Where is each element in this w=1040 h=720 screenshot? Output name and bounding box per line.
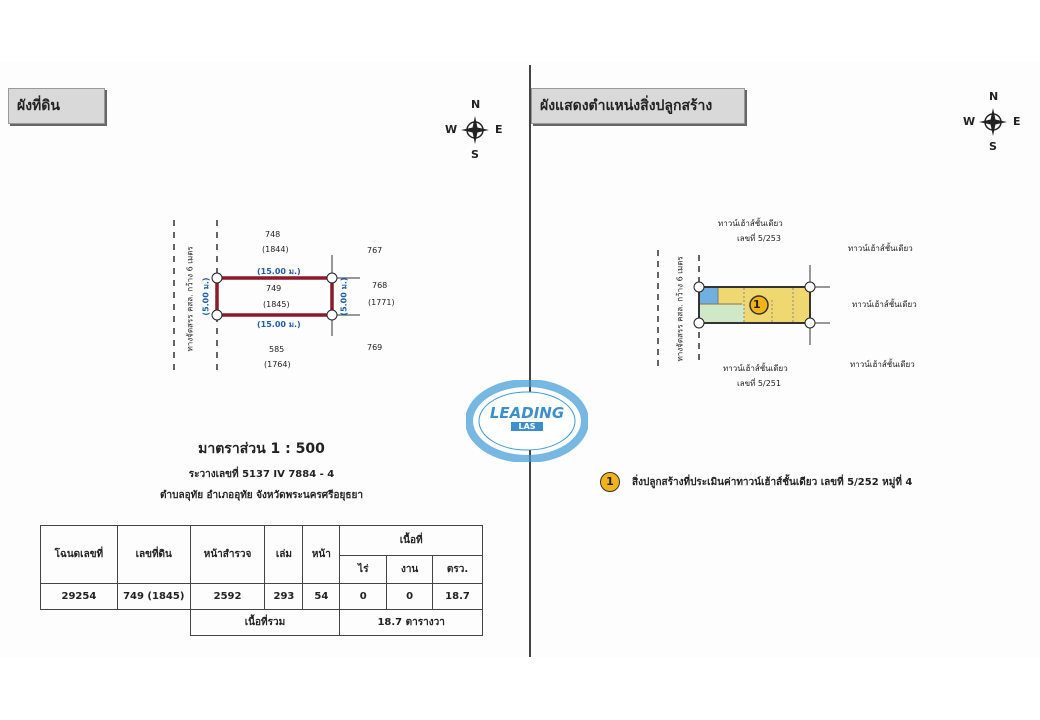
compass-icon: N S W E [963, 90, 1023, 153]
scale-label: มาตราส่วน 1 : 500 [198, 441, 325, 457]
legend-text: สิ่งปลูกสร้างที่ประเมินค่าทาวน์เฮ้าส์ชั้… [632, 477, 913, 488]
south-neighbor-no: เลขที่ 5/251 [737, 379, 781, 388]
cell: 749 (1845) [116, 583, 191, 610]
compass-s: S [989, 140, 997, 153]
parcel-number: 749 [266, 284, 282, 293]
cell: 0 [339, 583, 388, 610]
logo-sub: LAS [511, 422, 543, 431]
location: ตำบลอุทัย อำเภออุทัย จังหวัดพระนครศรีอยุ… [160, 490, 363, 501]
road-label: ทางจัดสรร คสล. กว้าง 6 เมตร [185, 246, 195, 352]
logo-name: LEADING [489, 404, 565, 422]
total-area-value: 18.7 ตารางวา [339, 609, 483, 636]
north-neighbor-label: ทาวน์เฮ้าส์ชั้นเดียว [718, 219, 783, 228]
east-neighbor-label: ทาวน์เฮ้าส์ชั้นเดียว [852, 300, 917, 309]
neighbor-north-no: 748 [265, 230, 281, 239]
total-area-label: เนื้อที่รวม [189, 609, 341, 636]
header-rai: ไร่ [339, 555, 388, 584]
parcel-right-length: (5.00 ม.) [339, 277, 349, 316]
neighbor-ne: 767 [367, 246, 383, 255]
building-marker: 1 [753, 298, 761, 311]
compass-e: E [495, 123, 503, 136]
compass-s: S [471, 148, 479, 161]
neighbor-se: 769 [367, 343, 383, 352]
cell: 293 [264, 583, 304, 610]
road-label: ทางจัดสรร คสล. กว้าง 6 เมตร [675, 256, 685, 362]
neighbor-south-no: 585 [269, 345, 285, 354]
compass-n: N [471, 98, 481, 111]
page-divider [529, 65, 531, 657]
south-neighbor-label: ทาวน์เฮ้าส์ชั้นเดียว [723, 364, 788, 373]
parcel-top-length: (15.00 ม.) [257, 267, 301, 276]
title-deed-table: โฉนดเลขที่ เลขที่ดิน หน้าสำรวจ เล่ม หน้า… [40, 525, 483, 636]
east-neighbor-label: ทาวน์เฮ้าส์ชั้นเดียว [848, 244, 913, 253]
parcel-survey: (1845) [263, 300, 290, 309]
header-land-no: เลขที่ดิน [116, 525, 191, 584]
table-row: 29254 749 (1845) 2592 293 54 0 0 18.7 [40, 583, 483, 610]
sheet-number: ระวางเลขที่ 5137 IV 7884 - 4 [188, 469, 335, 480]
cell: 54 [302, 583, 341, 610]
cell: 18.7 [432, 583, 483, 610]
land-plan-title: ผังที่ดิน [8, 88, 105, 124]
building-location-title: ผังแสดงตำแหน่งสิ่งปลูกสร้าง [531, 88, 745, 124]
header-deed-no: โฉนดเลขที่ [40, 525, 118, 584]
header-page: หน้า [302, 525, 341, 584]
neighbor-north-survey: (1844) [262, 245, 289, 254]
neighbor-east-no: 768 [372, 281, 388, 290]
parcel-bottom-length: (15.00 ม.) [257, 320, 301, 329]
compass-w: W [963, 115, 976, 128]
header-sq-wa: ตรว. [432, 555, 483, 584]
north-neighbor-no: เลขที่ 5/253 [737, 234, 781, 243]
compass-w: W [445, 123, 458, 136]
company-logo-watermark: LEADING LAS [466, 380, 588, 462]
building-layout-diagram [657, 250, 830, 370]
neighbor-south-survey: (1764) [264, 360, 291, 369]
cell: 29254 [40, 583, 118, 610]
header-survey-page: หน้าสำรวจ [189, 525, 266, 584]
parcel-left-length: (5.00 ม.) [201, 277, 211, 316]
header-area: เนื้อที่ [339, 525, 483, 556]
header-ngan: งาน [386, 555, 434, 584]
cell: 0 [386, 583, 434, 610]
cell: 2592 [189, 583, 266, 610]
east-neighbor-label: ทาวน์เฮ้าส์ชั้นเดียว [850, 360, 915, 369]
header-volume: เล่ม [264, 525, 304, 584]
compass-icon: N S W E [445, 98, 505, 161]
land-parcel-diagram [173, 220, 360, 370]
compass-e: E [1013, 115, 1021, 128]
neighbor-east-survey: (1771) [368, 298, 395, 307]
compass-n: N [989, 90, 999, 103]
legend-marker: 1 [600, 472, 620, 492]
